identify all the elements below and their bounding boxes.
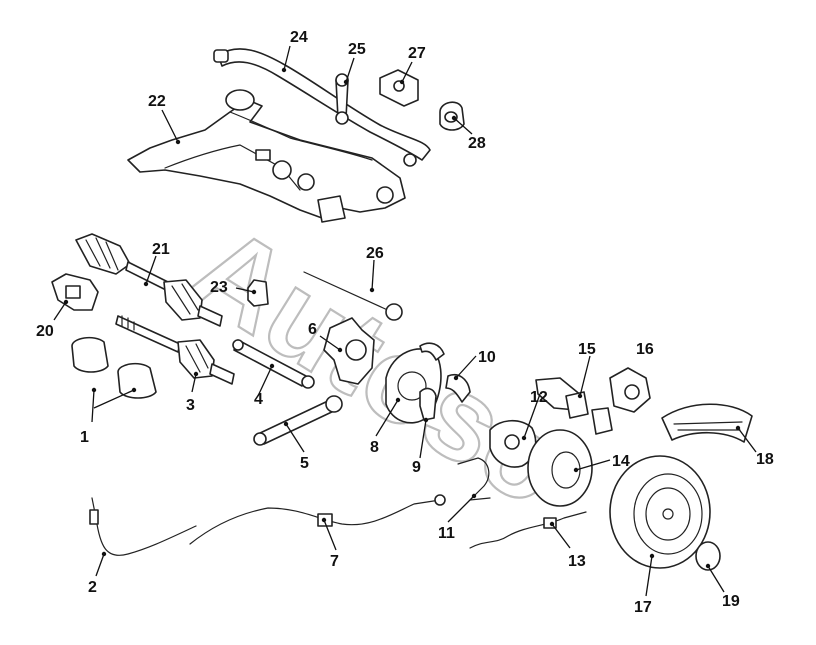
callout-16: 16 xyxy=(636,341,654,358)
callout-24: 24 xyxy=(290,29,308,46)
callout-6: 6 xyxy=(308,321,317,338)
callout-2: 2 xyxy=(88,579,97,596)
callout-10: 10 xyxy=(478,349,496,366)
part-cv-joint xyxy=(51,273,99,311)
part-parking-brake-cable xyxy=(189,494,446,545)
leader-lines xyxy=(53,45,757,597)
callout-3: 3 xyxy=(186,397,195,414)
callout-labels: 24 25 27 28 22 21 23 20 1 26 6 3 4 5 8 9… xyxy=(36,29,774,616)
part-brake-pads xyxy=(565,391,613,435)
callout-15: 15 xyxy=(578,341,596,358)
part-dust-shield xyxy=(661,403,753,443)
callout-14: 14 xyxy=(612,453,630,470)
callout-13: 13 xyxy=(568,553,586,570)
callout-25: 25 xyxy=(348,41,366,58)
callout-18: 18 xyxy=(756,451,774,468)
callout-27: 27 xyxy=(408,45,426,62)
part-nut xyxy=(247,279,269,307)
callout-21: 21 xyxy=(152,241,170,258)
part-boot xyxy=(71,336,157,399)
part-sensor-cable xyxy=(469,511,587,549)
part-hub-cap xyxy=(695,541,721,571)
leader-dots xyxy=(63,67,741,569)
callout-28: 28 xyxy=(468,135,486,152)
part-bushing xyxy=(439,101,465,131)
callout-1: 1 xyxy=(80,429,89,446)
callout-8: 8 xyxy=(370,439,379,456)
callout-22: 22 xyxy=(148,93,166,110)
part-cable xyxy=(89,497,197,556)
part-brake-disc xyxy=(527,429,593,507)
callout-12: 12 xyxy=(530,389,548,406)
callout-26: 26 xyxy=(366,245,384,262)
callout-4: 4 xyxy=(254,391,263,408)
callout-20: 20 xyxy=(36,323,54,340)
part-wheel xyxy=(609,455,711,569)
part-caliper xyxy=(609,367,651,413)
part-link-arm xyxy=(232,339,315,389)
callout-17: 17 xyxy=(634,599,652,616)
part-bracket xyxy=(379,69,419,107)
callout-7: 7 xyxy=(330,553,339,570)
callout-5: 5 xyxy=(300,455,309,472)
part-lower-arm xyxy=(253,395,343,446)
part-drive-shaft xyxy=(75,233,223,327)
part-clip xyxy=(419,387,437,421)
callout-9: 9 xyxy=(412,459,421,476)
callout-11: 11 xyxy=(438,525,455,542)
callout-23: 23 xyxy=(210,279,228,296)
part-axle-shaft xyxy=(115,315,235,385)
callout-19: 19 xyxy=(722,593,740,610)
part-subframe xyxy=(127,89,406,223)
part-knuckle xyxy=(303,271,403,385)
part-brake-hose xyxy=(457,457,491,501)
